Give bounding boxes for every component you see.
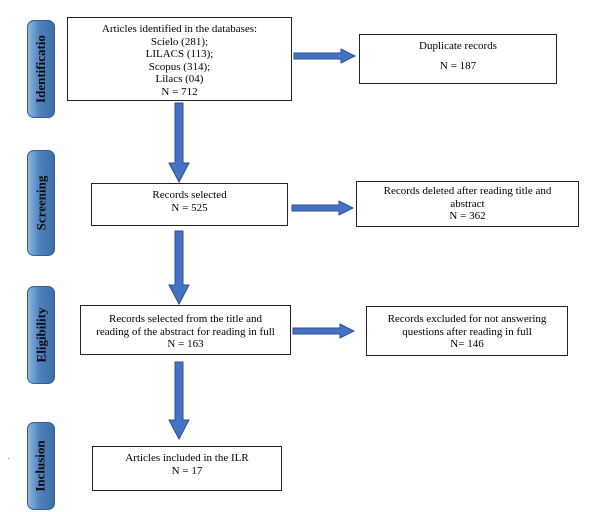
records-selected-full-line-1: Records selected from the title and: [108, 313, 263, 325]
records-excluded-box: Records excluded for not answering quest…: [366, 306, 568, 356]
articles-included-title: Articles included in the ILR: [125, 452, 249, 464]
records-selected-box: Records selected N = 525: [91, 183, 288, 226]
identified-line-4: Scopus (314);: [148, 60, 211, 73]
identified-articles-box: Articles identified in the databases: Sc…: [67, 17, 292, 101]
arrow-identified-to-duplicates: [293, 48, 357, 64]
records-selected-full-line-2: reading of the abstract for reading in f…: [96, 325, 275, 338]
stage-label-inclusion-text: Inclusion: [33, 440, 48, 492]
records-deleted-line-3: N = 362: [449, 210, 486, 222]
records-selected-count: N = 525: [171, 201, 208, 214]
records-excluded-line-2: questions after reading in full: [402, 325, 532, 338]
stage-label-identification-text: Identificatio: [33, 35, 49, 103]
records-deleted-line-2: abstract: [450, 197, 485, 210]
records-selected-full-box: Records selected from the title and read…: [80, 305, 291, 355]
arrow-identified-to-selected: [168, 102, 190, 184]
stage-label-eligibility: Eligibility: [27, 286, 55, 384]
duplicate-records-count: N = 187: [439, 59, 477, 72]
identified-line-3: LILACS (113);: [145, 48, 214, 60]
stage-label-screening: Screening: [27, 150, 55, 256]
arrow-selected-to-deleted: [291, 200, 355, 216]
identified-line-1: Articles identified in the databases:: [101, 23, 258, 35]
arrow-full-to-excluded: [292, 323, 356, 339]
identified-line-2: Scielo (281);: [150, 35, 209, 48]
duplicate-records-box: Duplicate records N = 187: [359, 34, 557, 84]
arrow-full-to-included: [168, 361, 190, 441]
records-excluded-line-1: Records excluded for not answering: [387, 313, 547, 325]
stage-label-screening-text: Screening: [33, 175, 48, 231]
arrow-selected-to-full: [168, 230, 190, 306]
records-selected-title: Records selected: [152, 189, 227, 201]
stray-dot: [8, 458, 9, 459]
identified-line-5: Lilacs (04): [155, 73, 204, 85]
records-deleted-box: Records deleted after reading title and …: [356, 181, 579, 227]
stage-label-inclusion: Inclusion: [27, 422, 55, 510]
articles-included-count: N = 17: [171, 464, 203, 477]
stage-label-eligibility-text: Eligibility: [33, 307, 48, 363]
articles-included-box: Articles included in the ILR N = 17: [92, 446, 282, 491]
stage-label-identification: Identificatio: [27, 20, 55, 118]
duplicate-records-title: Duplicate records: [419, 40, 497, 52]
records-excluded-line-3: N= 146: [450, 338, 484, 350]
records-deleted-line-1: Records deleted after reading title and: [383, 185, 552, 197]
records-selected-full-line-3: N = 163: [167, 338, 204, 350]
identified-line-6: N = 712: [161, 85, 198, 98]
